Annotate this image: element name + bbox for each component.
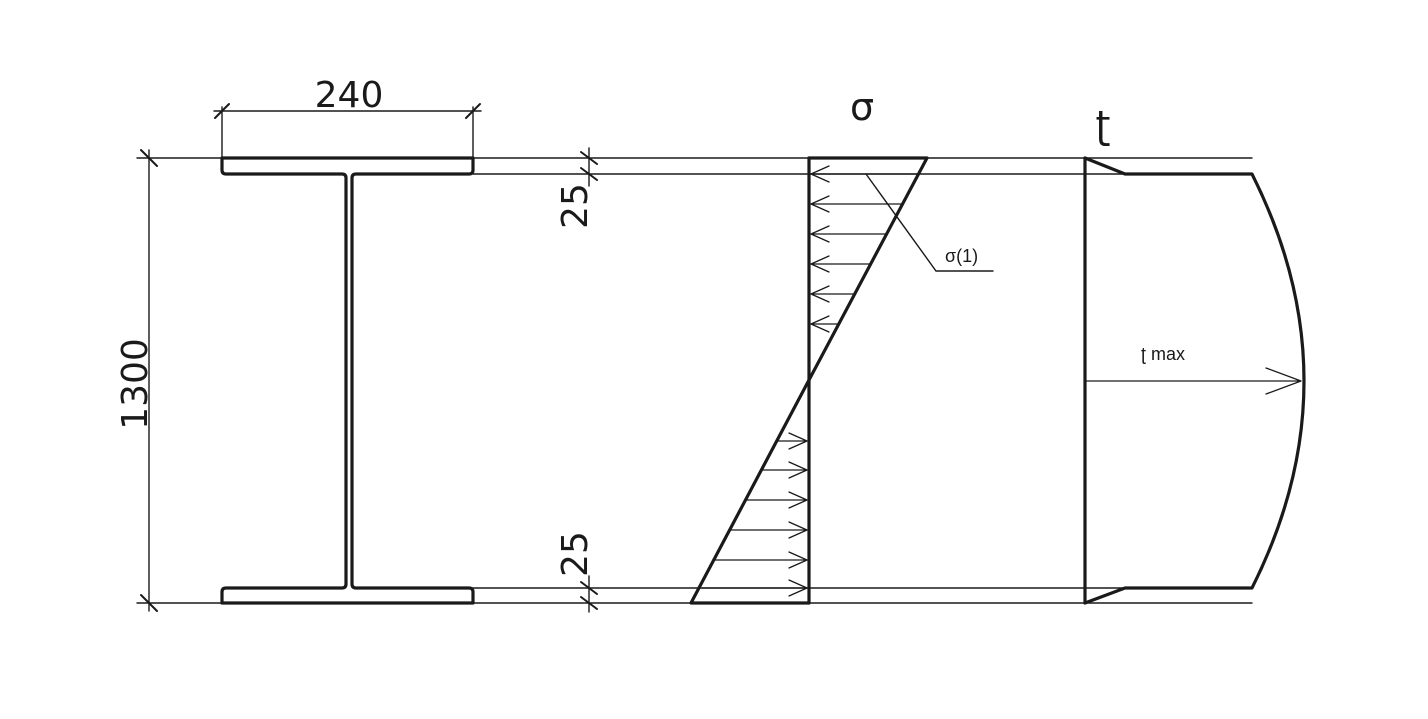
flange-width-label: 240 [315,75,384,116]
i-beam-section [220,156,475,605]
sigma-diagram: σ σ(1) [689,85,994,605]
sigma-tension-triangle [689,378,811,605]
dimension-total-height: 1300 [115,149,223,612]
sigma-tension-arrows [701,432,808,597]
tau-distribution-curve [1083,156,1306,605]
sigma-compression-arrows [810,165,919,333]
tau-max-arrow [1084,367,1302,395]
tau-max-label: ʈ max [1141,344,1185,364]
dimension-top-flange-thickness: 25 [472,147,1253,229]
bottom-flange-thickness-label: 25 [555,531,596,577]
dimension-flange-width: 240 [213,75,482,159]
sigma-1-leader: σ(1) [865,173,994,272]
top-flange-thickness-label: 25 [555,183,596,229]
tau-label: ʈ [1096,103,1111,147]
i-beam-outline [220,156,475,605]
sigma-1-label: σ(1) [945,246,978,266]
tau-diagram: ʈ ʈ max [1083,103,1306,605]
sigma-compression-triangle [807,156,929,382]
total-height-label: 1300 [115,338,156,430]
sigma-label: σ [850,85,874,129]
dimension-bottom-flange-thickness: 25 [472,531,1253,613]
